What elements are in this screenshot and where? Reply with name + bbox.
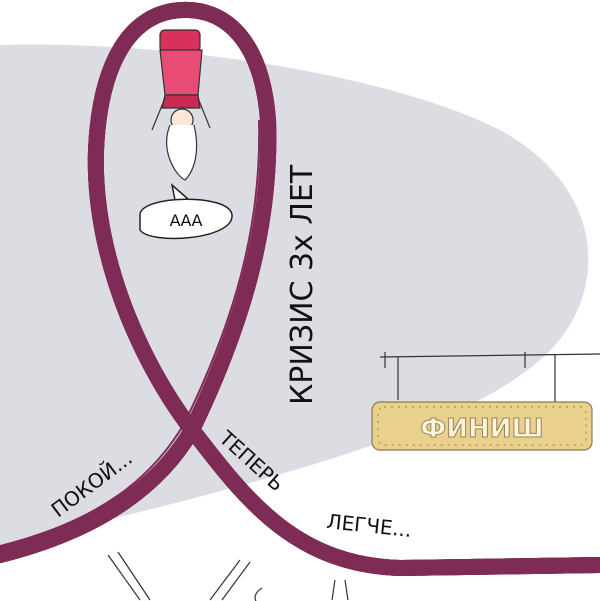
screaming-girl <box>151 29 211 181</box>
track-supports <box>107 551 349 601</box>
speech-bubble: ААА <box>139 182 233 240</box>
roller-coaster-track <box>0 10 600 577</box>
finish-sign-text: ФИНИШ <box>420 414 543 444</box>
finish-sign: ФИНИШ <box>371 352 600 451</box>
easier-label-part2: ЛЕГЧЕ... <box>325 509 412 542</box>
background-shape <box>0 44 589 545</box>
crisis-label: КРИЗИС 3х ЛЕТ <box>285 164 320 405</box>
scream-text: ААА <box>170 211 203 230</box>
